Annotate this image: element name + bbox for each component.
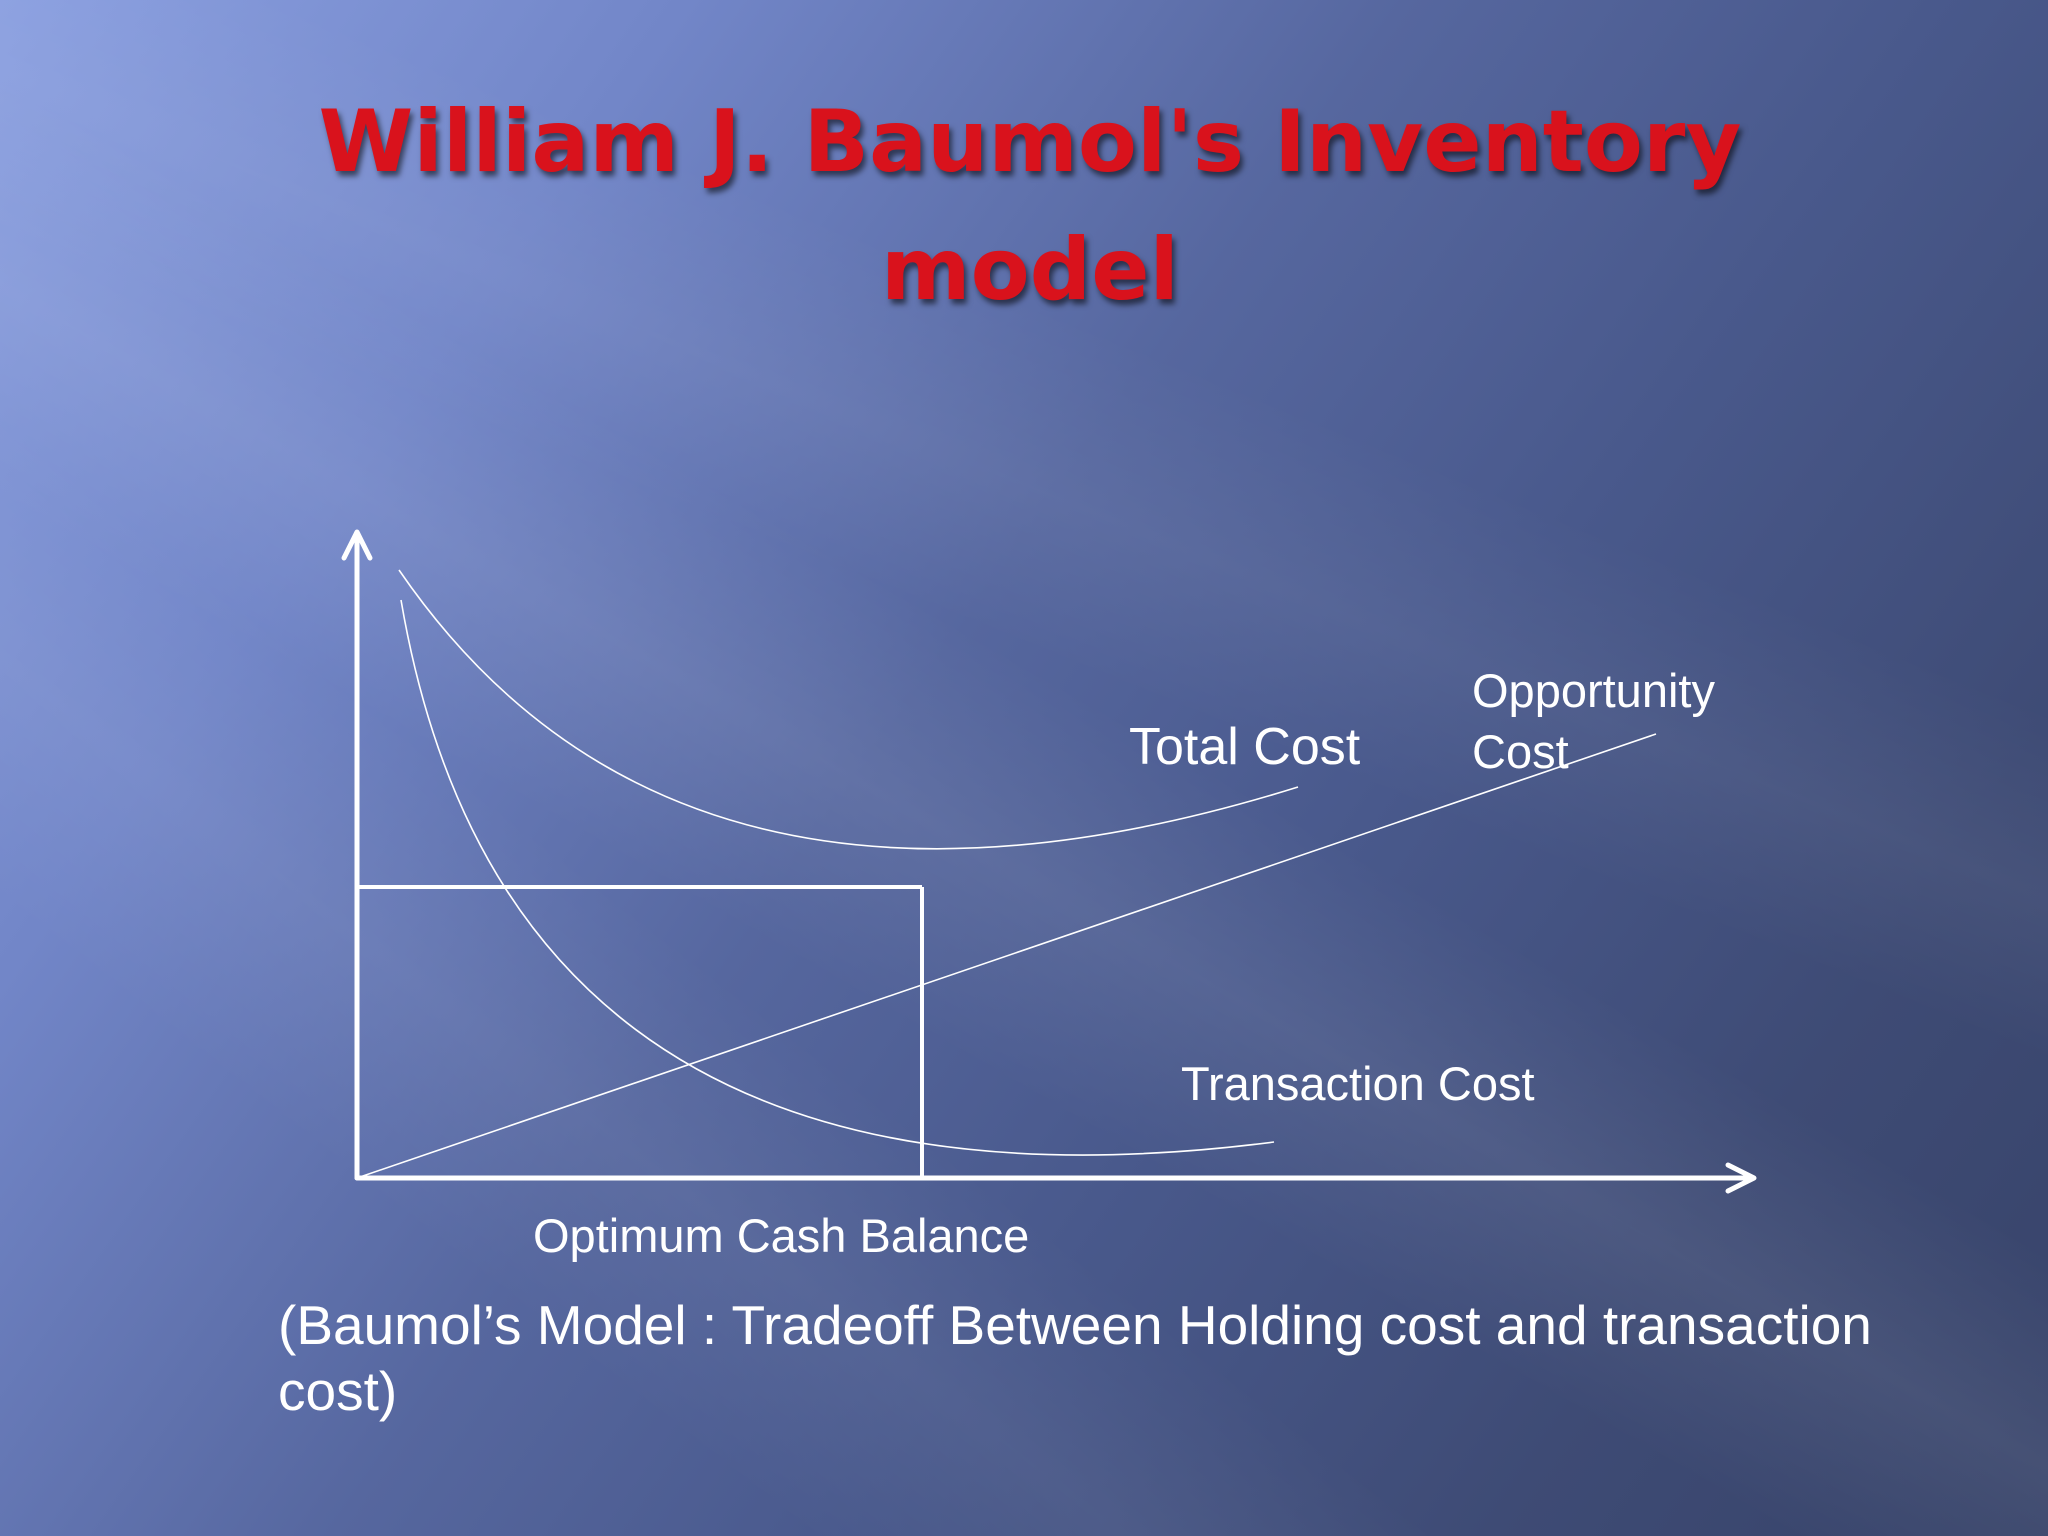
slide-caption: (Baumol’s Model : Tradeoff Between Holdi… [278, 1292, 1968, 1424]
slide-caption-line-1: (Baumol’s Model : Tradeoff Between Holdi… [278, 1294, 1872, 1356]
slide-title-line-1: William J. Baumol's Inventory [318, 92, 1742, 192]
slide-caption-line-2: cost) [278, 1360, 398, 1422]
x-axis-arrowhead [1725, 1162, 1757, 1194]
transaction-cost-curve [400, 599, 1275, 1156]
slide-title: William J. Baumol's Inventory model [200, 78, 1860, 334]
optimum-cash-balance-label: Optimum Cash Balance [533, 1209, 1029, 1262]
opportunity-cost-label-line-2: Cost [1472, 725, 1569, 778]
transaction-cost-label: Transaction Cost [1181, 1057, 1535, 1110]
opportunity-cost-label-line-1: Opportunity [1472, 664, 1715, 717]
total-cost-curve [398, 569, 1299, 850]
total-cost-label: Total Cost [1129, 718, 1361, 776]
y-axis-arrowhead [341, 529, 373, 561]
slide-title-line-2: model [880, 220, 1180, 320]
opportunity-cost-line [356, 733, 1657, 1179]
